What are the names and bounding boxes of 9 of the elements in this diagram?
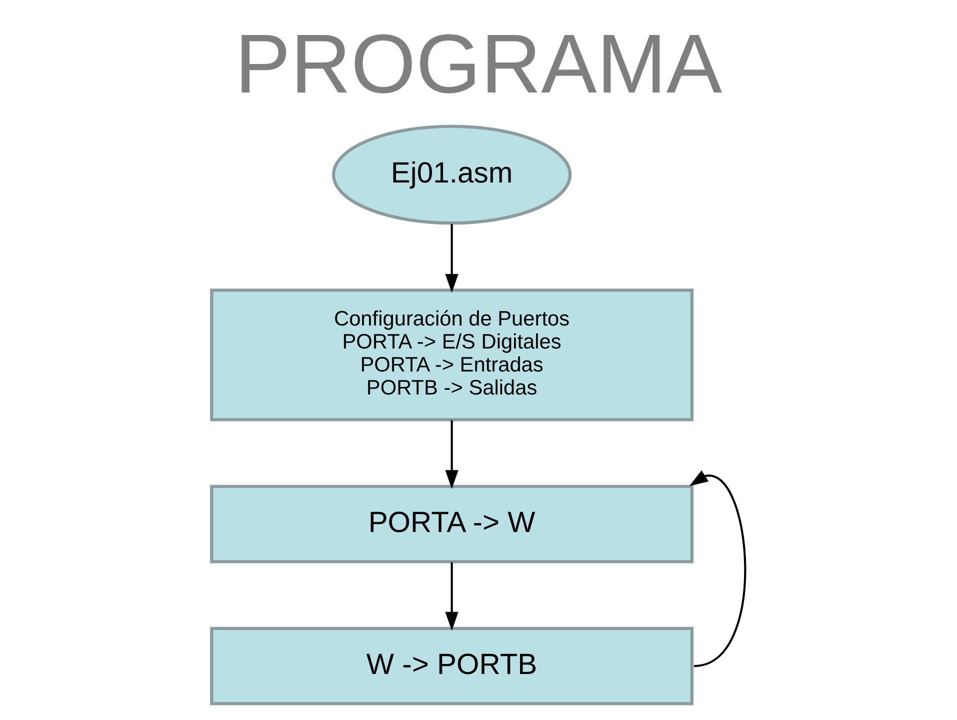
arrow xyxy=(689,470,746,667)
arrow xyxy=(445,223,458,292)
arrow xyxy=(445,420,458,488)
node-box: PORTA -> W xyxy=(210,484,694,563)
node-ellipse: Ej01.asm xyxy=(332,124,572,224)
node-box: W -> PORTB xyxy=(210,626,694,705)
diagram-title: PROGRAMA xyxy=(234,16,722,110)
node-box: Configuración de Puertos PORTA -> E/S Digitales PORTA -> Entradas PORTB -> Salidas xyxy=(210,288,694,421)
arrow xyxy=(445,562,458,630)
